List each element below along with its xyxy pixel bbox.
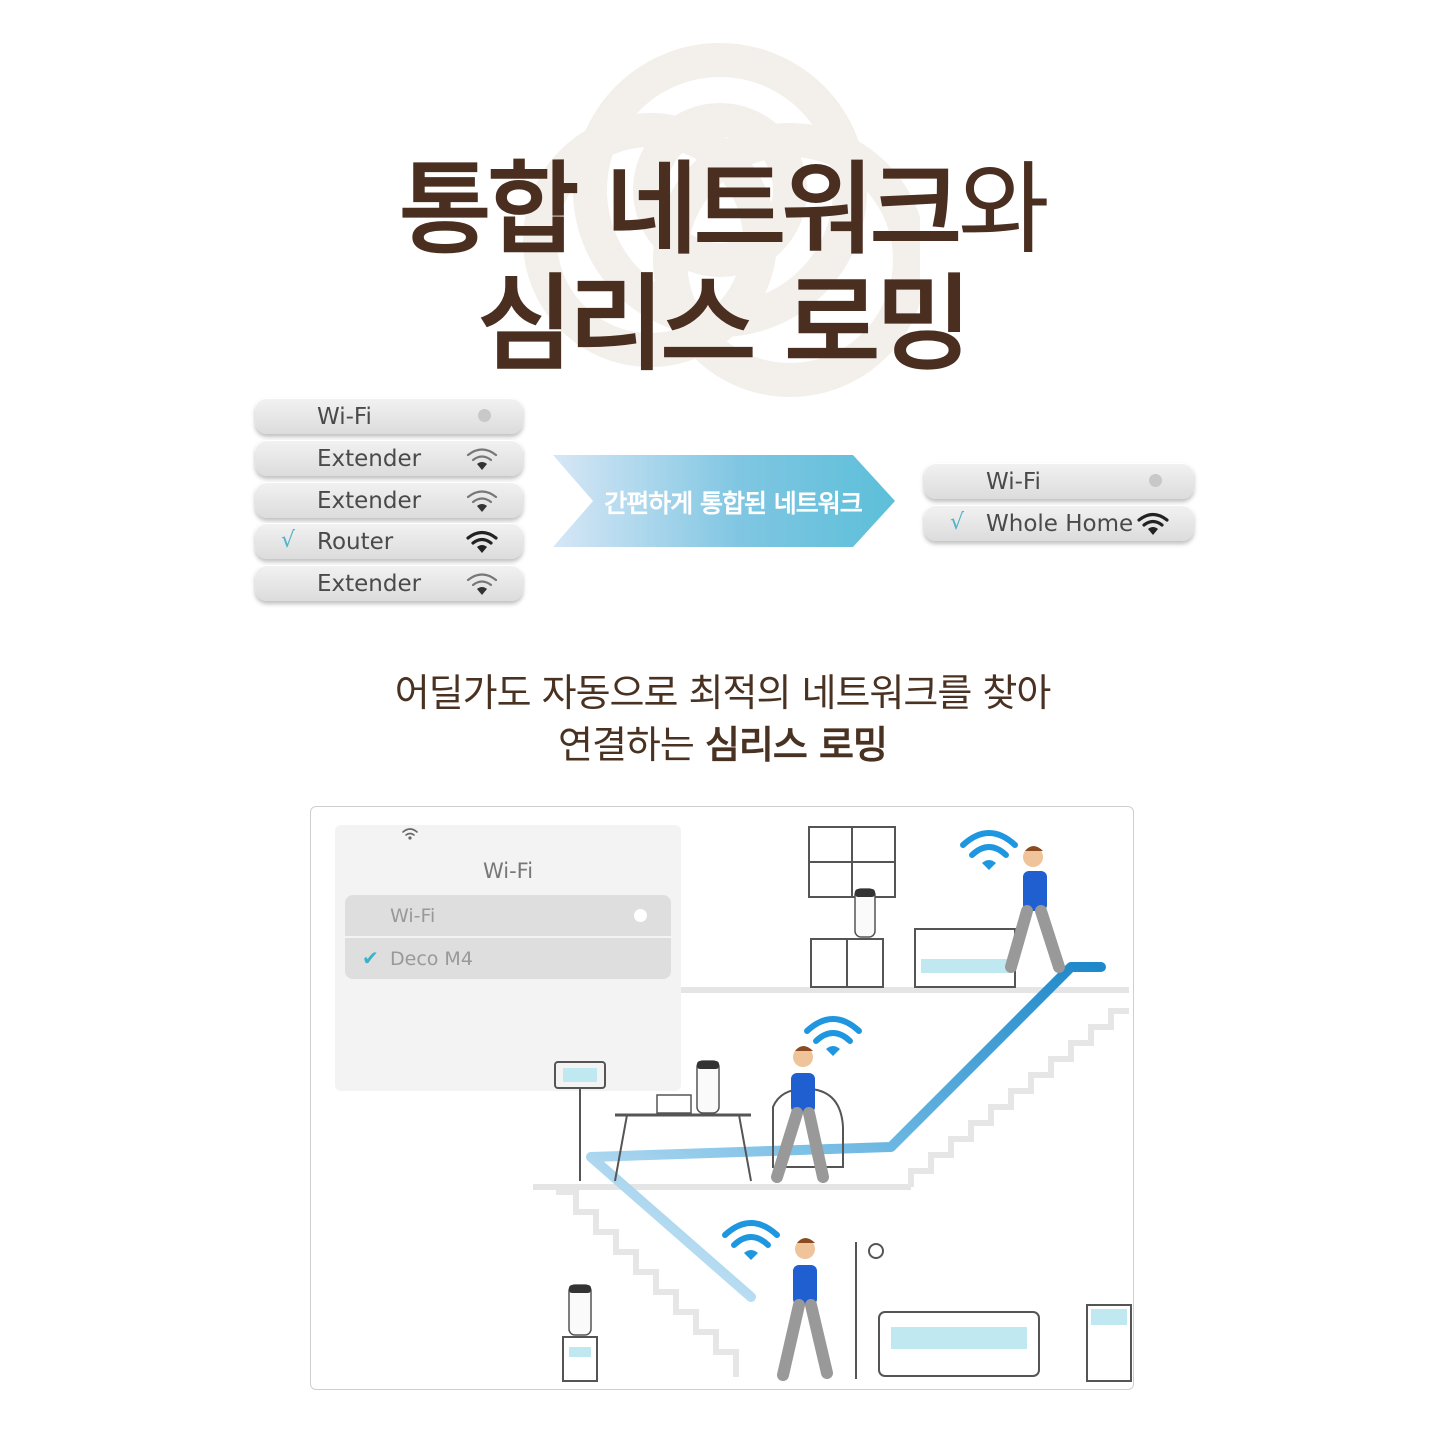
network-item-extender: Extender xyxy=(255,565,523,601)
headline-bold: 통합 네트워크 xyxy=(399,151,962,268)
dot-icon xyxy=(478,409,491,422)
network-item-whole-home: √ Whole Home xyxy=(924,505,1194,541)
person-middle xyxy=(771,1046,829,1183)
person-bottom xyxy=(777,1238,833,1381)
check-mark-icon: ✔ xyxy=(362,946,379,970)
subtitle-light: 연결하는 xyxy=(558,723,705,767)
wifi-icon xyxy=(466,490,498,512)
subtitle-bold: 심리스 로밍 xyxy=(704,723,888,767)
arrow-banner xyxy=(553,455,895,547)
headline-light: 와 xyxy=(957,151,1050,268)
headline-line-1: 통합 네트워크와 xyxy=(0,160,1445,260)
network-item-router: √ Router xyxy=(255,523,523,559)
check-mark-icon: √ xyxy=(950,510,965,535)
wifi-status-icon xyxy=(402,828,418,840)
wifi-strong-icon xyxy=(1137,512,1169,535)
roaming-illustration: Wi-Fi Wi-Fi ✔ Deco M4 xyxy=(310,806,1134,1390)
wifi-icon xyxy=(466,573,498,595)
network-item-wifi: Wi-Fi xyxy=(255,398,523,434)
network-item-wifi: Wi-Fi xyxy=(924,463,1194,499)
house-drawing xyxy=(533,826,1132,1382)
panel-item-wifi: Wi-Fi xyxy=(345,895,671,936)
network-item-extender: Extender xyxy=(255,482,523,518)
subtitle-line-1: 어딜가도 자동으로 최적의 네트워크를 찾아 xyxy=(394,671,1052,715)
person-top xyxy=(1005,846,1065,973)
panel-title: Wi-Fi xyxy=(482,859,534,883)
check-mark-icon: √ xyxy=(281,528,296,553)
headline-line-2: 심리스 로밍 xyxy=(477,263,972,385)
subtitle-line-2: 연결하는 심리스 로밍 xyxy=(0,714,1445,769)
arrow-banner-label: 간편하게 통합된 네트워크 xyxy=(604,489,862,518)
panel-network-list: Wi-Fi ✔ Deco M4 xyxy=(345,895,671,979)
network-item-extender: Extender xyxy=(255,440,523,476)
wifi-strong-icon xyxy=(466,530,498,553)
wifi-icon xyxy=(466,448,498,470)
panel-item-deco-m4: ✔ Deco M4 xyxy=(362,946,473,970)
dot-icon xyxy=(1149,474,1162,487)
background-rings-decoration xyxy=(523,43,920,397)
divider xyxy=(345,936,671,938)
dot-icon xyxy=(634,909,647,922)
phone-wifi-panel: Wi-Fi Wi-Fi ✔ Deco M4 xyxy=(335,825,681,1091)
